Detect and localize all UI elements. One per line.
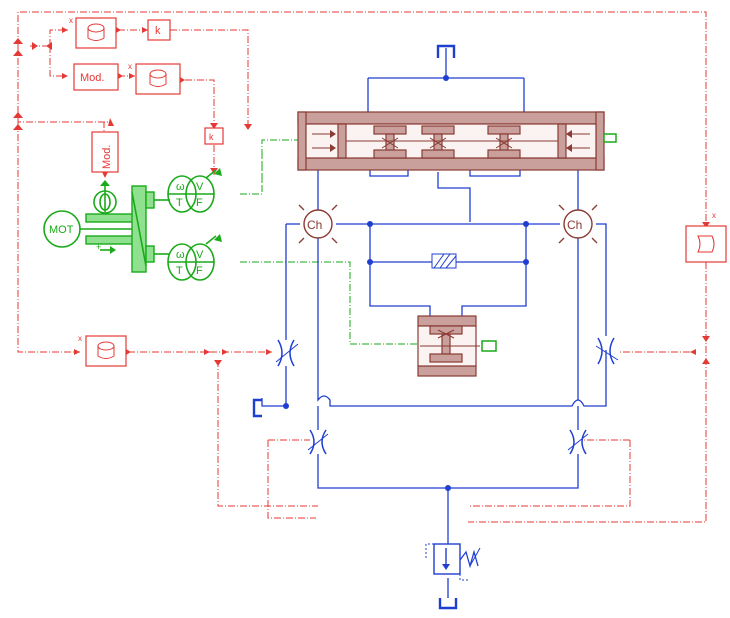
table-block-top[interactable]: x bbox=[69, 16, 121, 49]
relief-valve[interactable] bbox=[425, 543, 481, 581]
motor-label: MOT bbox=[49, 224, 74, 236]
restriction-right-lower[interactable] bbox=[567, 429, 589, 455]
input-label-x: x bbox=[69, 16, 73, 25]
mechanical-cylinder-top[interactable] bbox=[297, 111, 617, 171]
relief-valve-icon bbox=[433, 543, 461, 575]
speed-sensor-upper[interactable]: ω V T F bbox=[167, 168, 222, 213]
hatched-mass bbox=[431, 253, 457, 269]
mod-label: Mod. bbox=[101, 145, 113, 169]
mod-label: Mod. bbox=[80, 72, 104, 84]
tank-icon bbox=[252, 398, 262, 418]
restriction-icon bbox=[309, 429, 327, 455]
tank-icon bbox=[436, 44, 456, 58]
svg-text:+: + bbox=[96, 242, 101, 252]
speed-sensor-lower[interactable]: ω V T F bbox=[167, 234, 222, 281]
svg-text:V: V bbox=[196, 181, 204, 193]
mod-block-top[interactable]: Mod. bbox=[73, 63, 123, 91]
table-block-bottom[interactable]: x bbox=[78, 334, 131, 367]
tank-top[interactable] bbox=[436, 44, 456, 58]
mod-block-side[interactable]: Mod. bbox=[91, 131, 119, 178]
svg-text:ω: ω bbox=[176, 249, 185, 261]
motor-assembly: MOT + bbox=[43, 139, 420, 345]
tank-bottom[interactable] bbox=[438, 598, 458, 610]
tank-left[interactable] bbox=[252, 398, 262, 418]
chamber-icon bbox=[563, 209, 593, 239]
chamber-icon bbox=[303, 209, 333, 239]
gain-block-top[interactable]: k bbox=[147, 19, 171, 41]
cylinder-icon bbox=[697, 235, 715, 253]
mechanical-cylinder-bottom[interactable] bbox=[417, 315, 497, 377]
cylinder-sensor-block[interactable]: x bbox=[685, 211, 727, 263]
restriction-right-upper[interactable] bbox=[595, 337, 619, 365]
chamber-right[interactable]: Ch bbox=[558, 204, 598, 244]
input-label-x: x bbox=[712, 211, 716, 220]
input-label-x: x bbox=[78, 334, 82, 343]
svg-text:F: F bbox=[196, 197, 203, 209]
tank-icon bbox=[438, 598, 458, 610]
gain-block-mid[interactable]: k bbox=[204, 127, 224, 145]
restriction-icon bbox=[597, 337, 615, 365]
spring-icon bbox=[459, 549, 479, 569]
restriction-left-upper[interactable] bbox=[275, 339, 299, 367]
svg-text:V: V bbox=[196, 249, 204, 261]
input-label-x: x bbox=[128, 62, 132, 71]
restriction-left-lower[interactable] bbox=[307, 429, 329, 455]
svg-text:ω: ω bbox=[176, 181, 185, 193]
svg-text:Ch: Ch bbox=[307, 218, 322, 232]
table-block-mid[interactable]: x bbox=[128, 62, 185, 95]
svg-text:Ch: Ch bbox=[567, 218, 582, 232]
svg-text:F: F bbox=[196, 265, 203, 277]
restriction-icon bbox=[569, 429, 587, 455]
gain-label: k bbox=[155, 25, 161, 37]
signal-lines bbox=[17, 11, 707, 523]
chamber-left[interactable]: Ch bbox=[298, 204, 338, 244]
svg-text:T: T bbox=[176, 265, 183, 277]
gain-label: k bbox=[209, 132, 214, 142]
hydraulic-junctions bbox=[283, 75, 529, 491]
svg-text:T: T bbox=[176, 197, 183, 209]
restriction-icon bbox=[277, 339, 295, 367]
